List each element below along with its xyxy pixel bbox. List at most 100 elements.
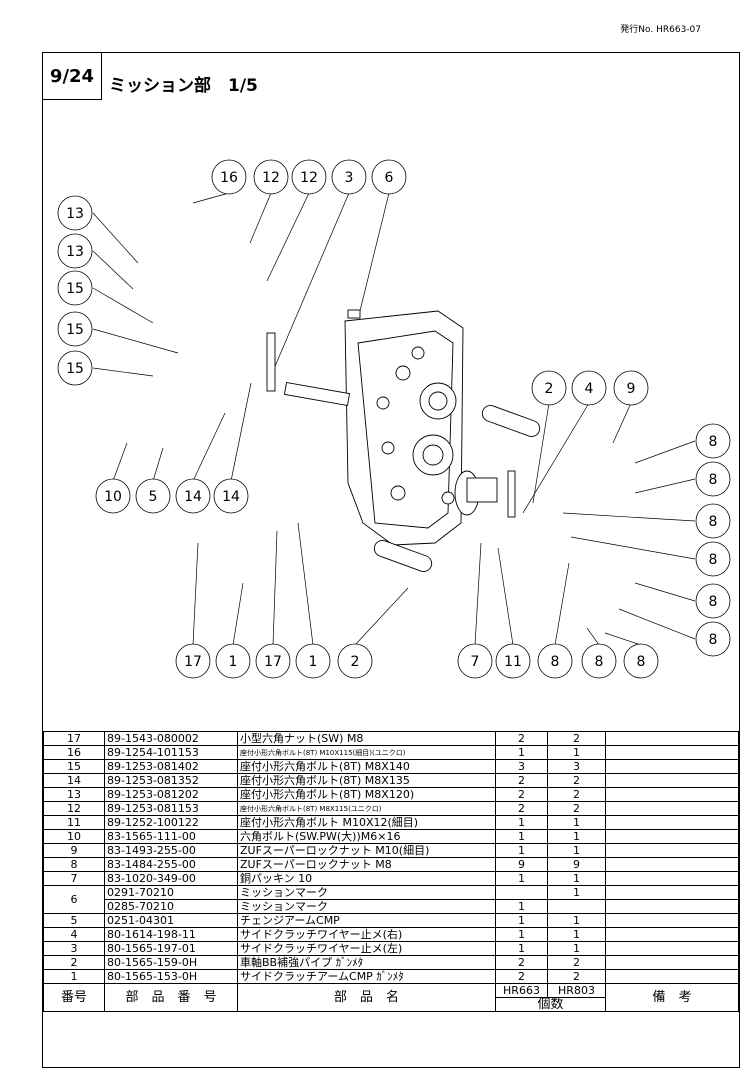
callout-balloon: 1 xyxy=(215,643,251,679)
callout-number: 11 xyxy=(504,654,522,670)
remarks xyxy=(605,787,739,802)
callout-balloon: 14 xyxy=(213,478,249,514)
callout-number: 15 xyxy=(66,322,84,338)
item-number: 7 xyxy=(43,871,105,886)
qty-hr803: 1 xyxy=(547,829,606,844)
part-name: 座付小形六角ボルト(8T) M8X120) xyxy=(237,787,496,802)
callout-number: 8 xyxy=(551,654,560,670)
callout-balloon: 8 xyxy=(695,583,731,619)
remarks xyxy=(605,759,739,774)
callout-number: 12 xyxy=(262,170,280,186)
qty-hr803: 1 xyxy=(547,913,606,928)
callout-number: 12 xyxy=(300,170,318,186)
callout-balloon: 12 xyxy=(253,159,289,195)
callout-balloon: 8 xyxy=(695,503,731,539)
part-number: 83-1493-255-00 xyxy=(104,843,238,858)
qty-hr663: 2 xyxy=(495,731,548,746)
callout-balloon: 15 xyxy=(57,350,93,386)
qty-hr663: 2 xyxy=(495,773,548,788)
callout-number: 8 xyxy=(709,472,718,488)
qty-hr803: 3 xyxy=(547,759,606,774)
qty-hr803: 1 xyxy=(547,843,606,858)
part-name: ZUFスーパーロックナット M10(細目) xyxy=(237,843,496,858)
part-name: サイドクラッチアームCMP ｶﾞﾝﾒﾀ xyxy=(237,969,496,984)
header-remarks: 備 考 xyxy=(605,983,739,1012)
callout-number: 17 xyxy=(184,654,202,670)
callout-number: 15 xyxy=(66,281,84,297)
remarks xyxy=(605,885,739,900)
part-name: サイドクラッチワイヤー止メ(右) xyxy=(237,927,496,942)
callout-balloon: 16 xyxy=(211,159,247,195)
part-number: 89-1253-081352 xyxy=(104,773,238,788)
remarks xyxy=(605,843,739,858)
item-number: 6 xyxy=(43,885,105,914)
qty-hr803: 1 xyxy=(547,871,606,886)
qty-hr663: 1 xyxy=(495,745,548,760)
item-number: 10 xyxy=(43,829,105,844)
callout-number: 2 xyxy=(545,381,554,397)
callout-number: 1 xyxy=(229,654,238,670)
item-number: 5 xyxy=(43,913,105,928)
part-name: ミッションマーク xyxy=(237,899,496,914)
header-hr663: HR663 xyxy=(495,983,548,998)
item-number: 2 xyxy=(43,955,105,970)
remarks xyxy=(605,955,739,970)
callout-balloon: 3 xyxy=(331,159,367,195)
qty-hr803: 1 xyxy=(547,885,606,900)
part-number: 89-1252-100122 xyxy=(104,815,238,830)
part-name: 銅パッキン 10 xyxy=(237,871,496,886)
callout-balloon: 5 xyxy=(135,478,171,514)
part-number: 0285-70210 xyxy=(104,899,238,914)
part-name: ZUFスーパーロックナット M8 xyxy=(237,857,496,872)
callout-number: 10 xyxy=(104,489,122,505)
header-no: 番号 xyxy=(43,983,105,1012)
callout-number: 14 xyxy=(222,489,240,505)
qty-hr663: 1 xyxy=(495,815,548,830)
callout-balloon: 2 xyxy=(337,643,373,679)
qty-hr663: 9 xyxy=(495,857,548,872)
qty-hr803: 2 xyxy=(547,773,606,788)
remarks xyxy=(605,829,739,844)
part-number: 89-1254-101153 xyxy=(104,745,238,760)
part-name: サイドクラッチワイヤー止メ(左) xyxy=(237,941,496,956)
qty-hr663: 2 xyxy=(495,801,548,816)
part-number: 89-1253-081402 xyxy=(104,759,238,774)
part-name: チェンジアームCMP xyxy=(237,913,496,928)
header-qty: 個数 xyxy=(495,997,606,1012)
header-name: 部 品 名 xyxy=(237,983,496,1012)
callout-balloon: 8 xyxy=(695,461,731,497)
qty-hr803 xyxy=(547,899,606,914)
qty-hr663: 1 xyxy=(495,941,548,956)
qty-hr663: 3 xyxy=(495,759,548,774)
callout-balloon: 8 xyxy=(695,621,731,657)
callout-number: 8 xyxy=(709,514,718,530)
part-number: 83-1020-349-00 xyxy=(104,871,238,886)
remarks xyxy=(605,801,739,816)
callout-number: 8 xyxy=(637,654,646,670)
callout-balloon: 11 xyxy=(495,643,531,679)
item-number: 16 xyxy=(43,745,105,760)
remarks xyxy=(605,745,739,760)
callout-number: 7 xyxy=(471,654,480,670)
item-number: 13 xyxy=(43,787,105,802)
callout-number: 9 xyxy=(627,381,636,397)
qty-hr663: 1 xyxy=(495,871,548,886)
callout-balloon: 4 xyxy=(571,370,607,406)
remarks xyxy=(605,731,739,746)
callout-balloon: 8 xyxy=(623,643,659,679)
item-number: 8 xyxy=(43,857,105,872)
part-name: 座付小形六角ボルト(8T) M8X140 xyxy=(237,759,496,774)
